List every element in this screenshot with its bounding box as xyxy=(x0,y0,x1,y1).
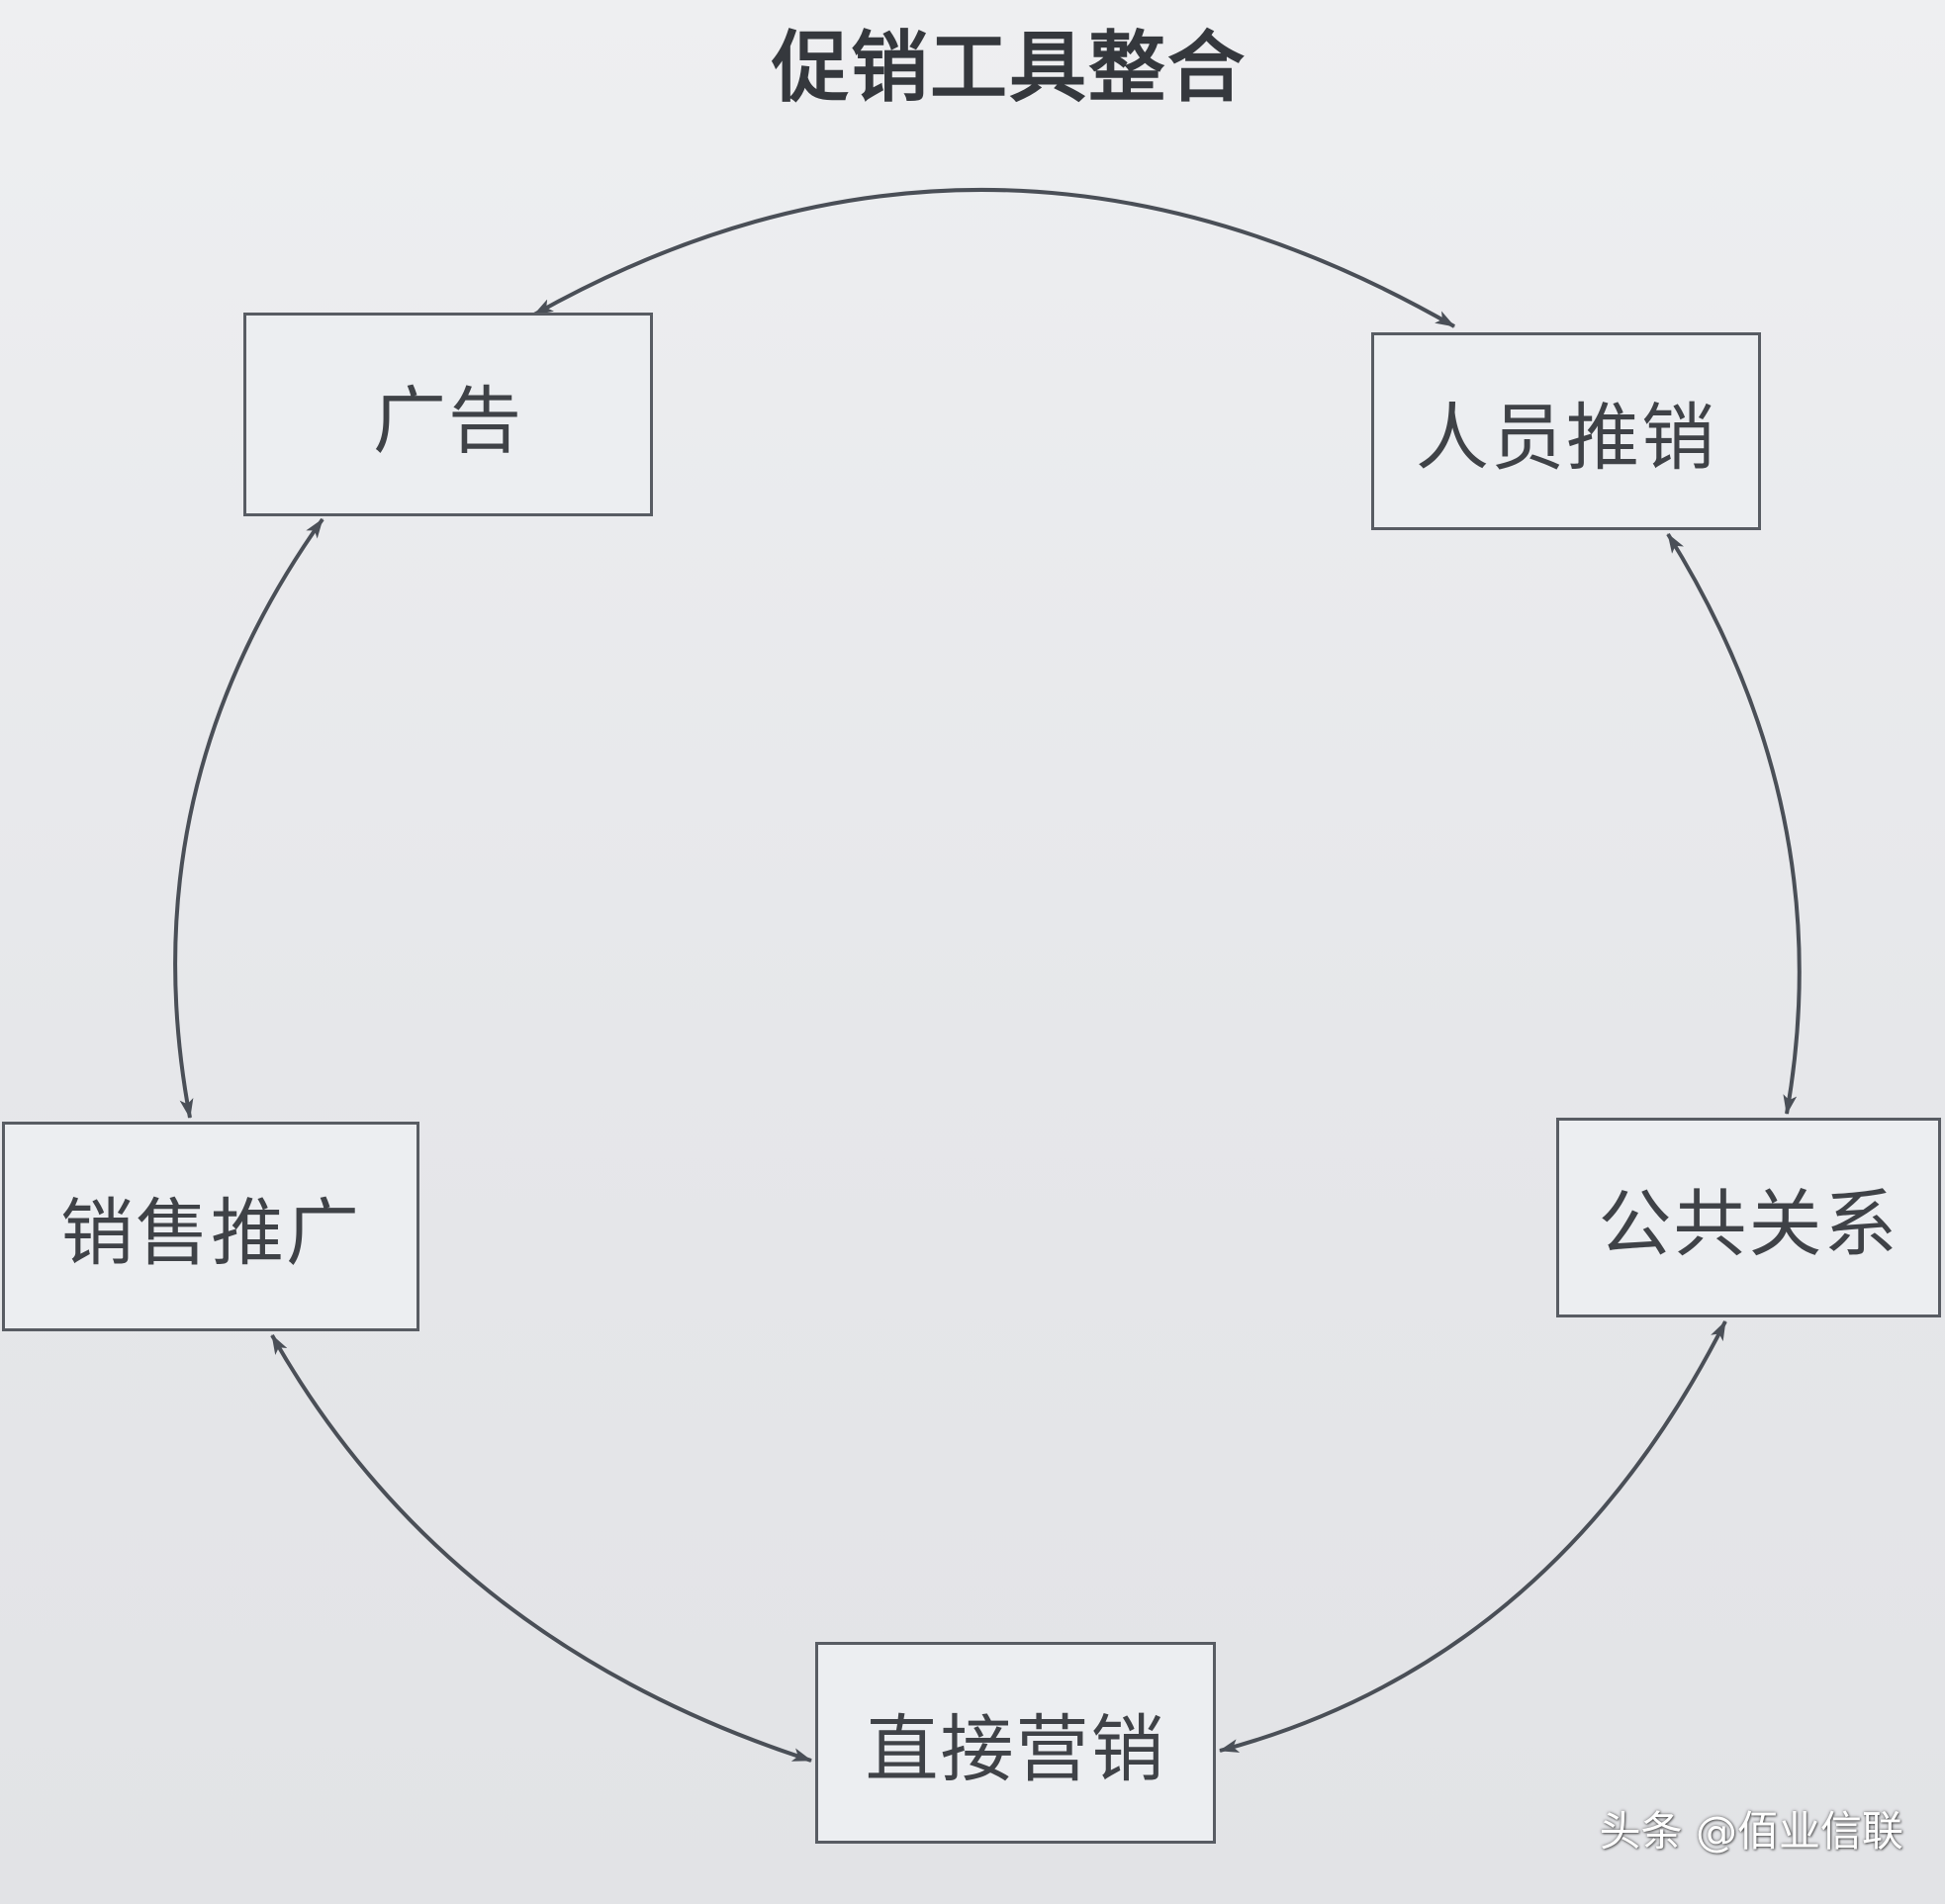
node-public-relations: 公共关系 xyxy=(1556,1118,1941,1317)
arrow-personal-selling-public-relations xyxy=(1666,532,1802,1115)
node-sales-promotion: 销售推广 xyxy=(2,1122,419,1331)
node-personal-selling: 人员推销 xyxy=(1371,332,1761,530)
arrow-public-relations-direct-marketing xyxy=(1219,1320,1727,1753)
arrow-sales-promotion-advertising xyxy=(173,517,324,1119)
arrow-direct-marketing-sales-promotion xyxy=(270,1334,812,1763)
source-watermark: 头条 @佰业信联 xyxy=(1599,1807,1903,1856)
arrow-advertising-personal-selling xyxy=(533,188,1455,328)
node-advertising: 广告 xyxy=(243,313,653,516)
diagram-title: 促销工具整合 xyxy=(771,24,1247,113)
node-direct-marketing: 直接营销 xyxy=(815,1642,1216,1844)
